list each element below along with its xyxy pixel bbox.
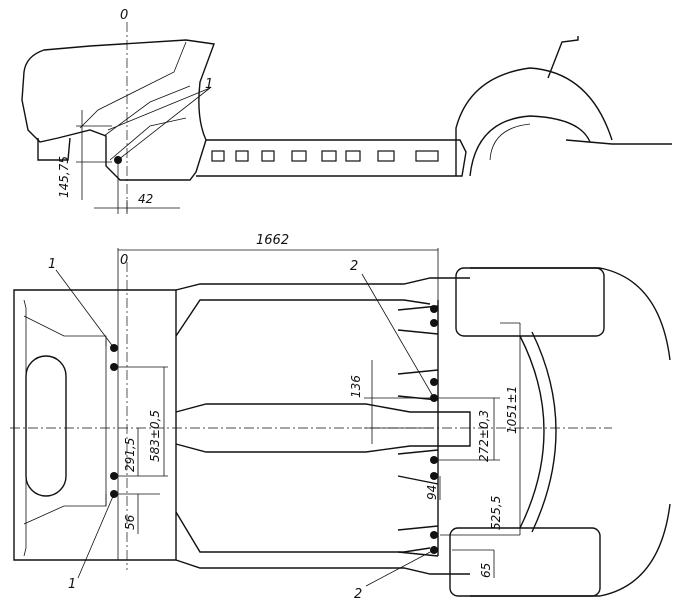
- rear-arch-rib: [489, 123, 531, 161]
- plan-dim-rear-edge: 65: [479, 563, 493, 578]
- sill-windows: [211, 150, 439, 162]
- plan-lower-inner: [175, 511, 431, 553]
- side-dim-height: 145,75: [57, 156, 71, 198]
- side-dim-offset: 42: [138, 192, 153, 206]
- plan-axis-label: 0: [120, 253, 128, 268]
- sill-window: [321, 150, 337, 162]
- sill-window: [235, 150, 249, 162]
- plan-rear-bumper: [519, 335, 545, 529]
- plan-dim-front-edge: 56: [123, 514, 137, 530]
- side-callout-label: 1: [205, 77, 213, 92]
- plan-front-point: [110, 472, 118, 480]
- sill-window: [211, 150, 225, 162]
- plan-front-lower-rail: [23, 494, 107, 525]
- side-sill: [196, 139, 467, 177]
- sill-window: [377, 150, 395, 162]
- plan-dim-rear-half: 525,5: [489, 496, 503, 530]
- plan-rear-point: [430, 472, 438, 480]
- front-body-outline: [21, 39, 215, 181]
- plan-rear-fender-top: [470, 267, 671, 361]
- plan-tunnel: [175, 403, 471, 453]
- plan-dim-rear-spacing: 136: [349, 375, 363, 398]
- plan-dim-rear-width: 1051±1: [505, 386, 519, 434]
- plan-rear-wheel-top: [455, 267, 605, 337]
- front-lower-rib: [109, 117, 187, 161]
- sill-window: [345, 150, 361, 162]
- plan-front-point: [110, 363, 118, 371]
- sill-window: [261, 150, 275, 162]
- plan-dim-front-half: 291,5: [123, 438, 137, 472]
- rear-wheel-arch-inner: [469, 115, 591, 177]
- plan-rear-wheel-bottom: [449, 527, 601, 597]
- plan-dim-front-width: 583±0,5: [148, 410, 162, 462]
- plan-callout-front-bottom: 1: [68, 577, 76, 592]
- plan-front-opening: [25, 355, 67, 497]
- plan-front-dim-lines: [118, 366, 168, 534]
- plan-rear-fender-bottom: [470, 503, 671, 597]
- side-dim-height-lines: [76, 110, 112, 200]
- plan-upper-inner: [175, 299, 431, 337]
- plan-dim-length-lines: [117, 248, 439, 560]
- plan-rear-point: [430, 378, 438, 386]
- plan-rear-point: [430, 531, 438, 539]
- side-view: 0 1 145,75: [21, 8, 672, 214]
- plan-callout-leader: [55, 269, 435, 587]
- side-callout-leader: [107, 87, 211, 161]
- side-dim-offset-lines: [94, 164, 180, 214]
- plan-dim-rear-center: 272±0,3: [477, 410, 491, 462]
- plan-rear-point: [430, 319, 438, 327]
- plan-dim-rear-gap: 94: [425, 485, 439, 500]
- front-inner-panel: [79, 41, 187, 129]
- plan-callout-rear-top: 2: [350, 259, 358, 274]
- rear-wheel-arch-outer: [455, 67, 613, 176]
- plan-callout-rear-bottom: 2: [354, 587, 362, 602]
- plan-rear-dim-lines: [364, 322, 521, 578]
- plan-rear-bumper-outer: [531, 331, 557, 533]
- sill-window: [415, 150, 439, 162]
- rear-floor: [565, 139, 672, 145]
- rear-pillar: [547, 36, 579, 79]
- front-bumper: [37, 137, 71, 161]
- plan-dim-length: 1662: [256, 233, 289, 248]
- plan-rear-point: [430, 305, 438, 313]
- side-axis-label: 0: [120, 8, 128, 23]
- plan-upper-longeron: [175, 277, 470, 291]
- plan-callout-front-top: 1: [48, 257, 56, 272]
- front-diagonal-rib: [103, 85, 191, 137]
- plan-lower-longeron: [175, 559, 470, 575]
- plan-view: 1662 0: [10, 233, 671, 602]
- sill-window: [291, 150, 307, 162]
